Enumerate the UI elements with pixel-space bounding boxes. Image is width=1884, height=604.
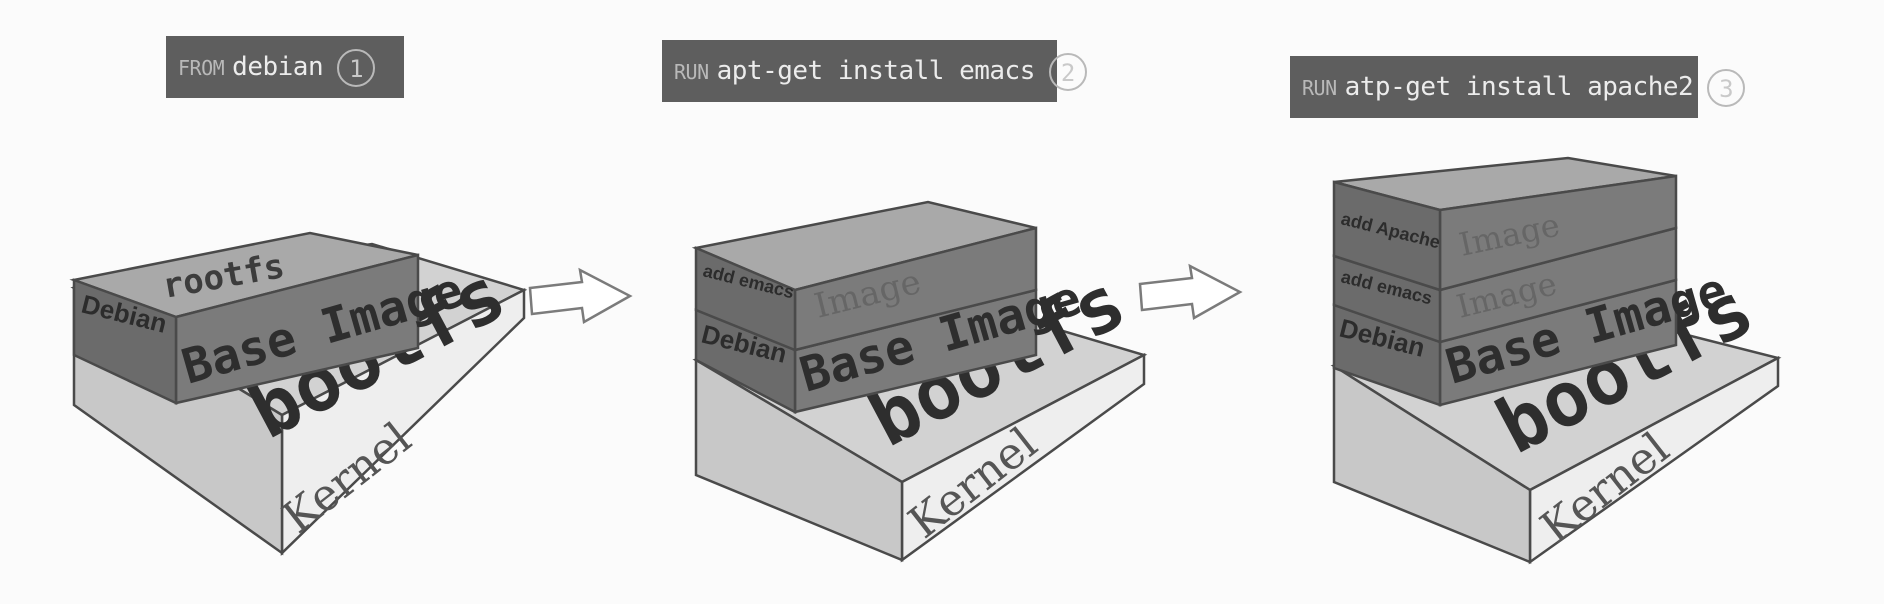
step-3-command: atp-get install apache2 (1344, 72, 1694, 102)
stack-2: Kernel bootfs Base Image Debian Image ad… (691, 200, 1148, 563)
stack-3: Kernel bootfs Base Image Debian Image ad… (1330, 156, 1782, 565)
step-1-label: FROM debian 1 (166, 36, 404, 98)
step-3-keyword: RUN (1302, 76, 1337, 100)
arrow-2 (1138, 263, 1243, 320)
step-1-command: debian (232, 52, 324, 82)
step-3-number: 3 (1707, 68, 1746, 107)
arrow-1 (528, 267, 633, 324)
step-2-number: 2 (1048, 52, 1087, 91)
step-2-label: RUN apt-get install emacs 2 (662, 40, 1087, 102)
step-1-number: 1 (337, 48, 376, 87)
stack-3-apache-layer: Image add Apache (1332, 156, 1678, 292)
step-2-keyword: RUN (674, 60, 709, 84)
stack-2-emacs-layer: Image add emacs (691, 200, 1038, 352)
step-2-command: apt-get install emacs (716, 56, 1036, 86)
step-1-keyword: FROM (178, 56, 225, 80)
step-3-label: RUN atp-get install apache2 3 (1290, 56, 1746, 118)
stack-1: Kernel bootfs Base Image Debian rootfs (69, 231, 528, 556)
